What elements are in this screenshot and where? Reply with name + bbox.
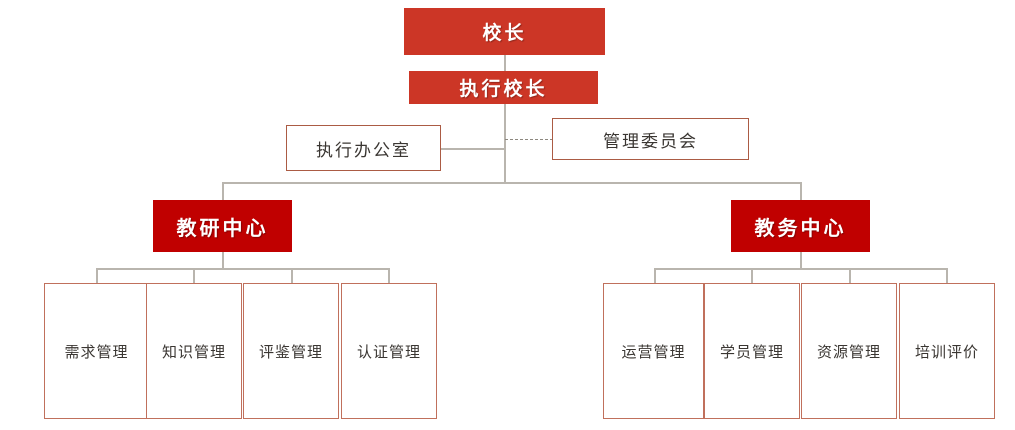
connector-drop-teaching-research [222,182,224,200]
connector-executive-trunk [504,104,506,183]
connector-right-drop-1 [654,268,656,284]
node-right-leaf-4-label: 培训评价 [914,344,979,361]
node-left-leaf-4[interactable]: 认证管理 [341,283,437,419]
node-left-leaf-2[interactable]: 知识管理 [146,283,242,419]
node-principal[interactable]: 校长 [404,8,605,55]
connector-left-leaf-bus [96,268,389,270]
node-academic-affairs-center[interactable]: 教务中心 [731,200,870,252]
node-executive-office[interactable]: 执行办公室 [286,125,441,171]
connector-centers-bus [222,182,801,184]
node-left-leaf-1-label: 需求管理 [64,344,129,361]
node-executive-principal[interactable]: 执行校长 [409,71,598,104]
node-management-committee[interactable]: 管理委员会 [552,118,749,160]
node-management-committee-label: 管理委员会 [603,131,698,151]
node-left-leaf-3-label: 评鉴管理 [258,344,323,361]
node-right-leaf-4[interactable]: 培训评价 [899,283,995,419]
node-principal-label: 校长 [482,23,527,44]
node-teaching-research-center-label: 教研中心 [176,217,269,240]
node-right-leaf-3[interactable]: 资源管理 [801,283,897,419]
connector-left-drop-1 [96,268,98,284]
node-executive-office-label: 执行办公室 [316,140,411,160]
node-right-leaf-1[interactable]: 运营管理 [603,283,704,419]
connector-left-drop-2 [193,268,195,284]
node-left-leaf-1[interactable]: 需求管理 [44,283,149,419]
node-right-leaf-1-label: 运营管理 [621,344,686,361]
connector-principal-to-executive [504,55,506,71]
node-left-leaf-4-label: 认证管理 [356,344,421,361]
connector-left-drop-3 [291,268,293,284]
connector-right-drop-4 [946,268,948,284]
node-teaching-research-center[interactable]: 教研中心 [153,200,292,252]
connector-office-to-trunk [440,148,505,150]
connector-dashed-management-committee [505,139,553,140]
node-executive-principal-label: 执行校长 [459,79,548,100]
node-right-leaf-2-label: 学员管理 [719,344,784,361]
connector-teaching-research-stem [222,252,224,269]
node-academic-affairs-center-label: 教务中心 [754,217,847,240]
node-left-leaf-2-label: 知识管理 [161,344,226,361]
connector-right-drop-3 [849,268,851,284]
connector-academic-affairs-stem [800,252,802,269]
node-left-leaf-3[interactable]: 评鉴管理 [243,283,339,419]
node-right-leaf-3-label: 资源管理 [816,344,881,361]
connector-drop-academic-affairs [800,182,802,200]
connector-right-drop-2 [751,268,753,284]
connector-left-drop-4 [388,268,390,284]
connector-right-leaf-bus [654,268,947,270]
node-right-leaf-2[interactable]: 学员管理 [704,283,800,419]
